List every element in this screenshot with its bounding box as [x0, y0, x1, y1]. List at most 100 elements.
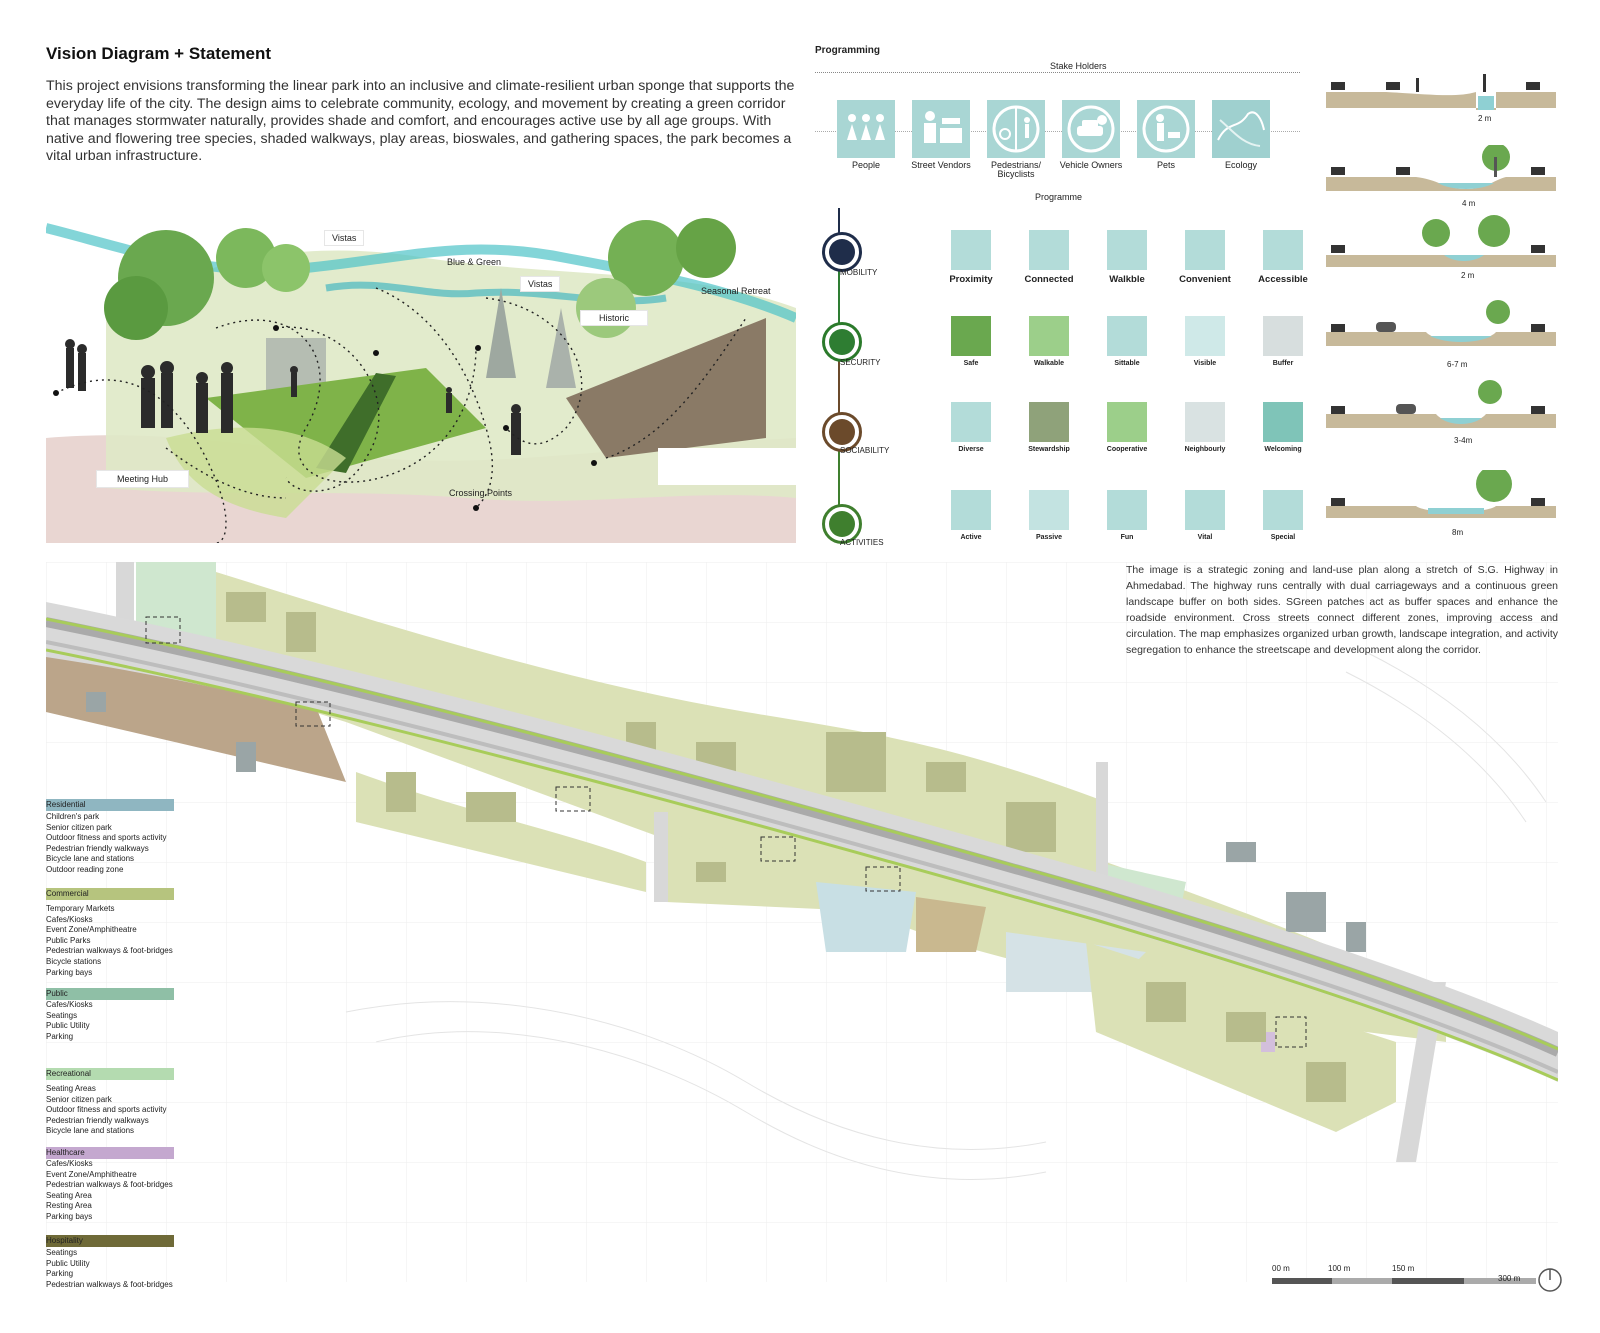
scale-label: 100 m: [1328, 1264, 1351, 1273]
legend-item: Public Parks: [46, 935, 91, 945]
legend-item: Parking: [46, 1269, 74, 1279]
programme-safe: Safe: [934, 316, 1008, 367]
programme-label: Cooperative: [1106, 446, 1148, 453]
stakeholder-label: Street Vendors: [911, 160, 971, 170]
neighbourly-icon: [1185, 402, 1225, 442]
legend-item: Parking bays: [46, 1211, 93, 1221]
visible-icon: [1185, 316, 1225, 356]
stakeholders-divider: [815, 72, 1300, 73]
programme-visible: Visible: [1168, 316, 1242, 367]
legend-residential: Residential: [46, 799, 174, 811]
legend-hospitality-items: Seatings Public Utility Parking Pedestri…: [46, 1248, 173, 1290]
diverse-icon: [951, 402, 991, 442]
stakeholders-title: Stake Holders: [1050, 61, 1107, 71]
programme-label: Accessible: [1258, 274, 1308, 285]
street-section-1: 2 m: [1326, 70, 1556, 140]
proximity-icon: [951, 230, 991, 270]
connected-icon: [1029, 230, 1069, 270]
vision-title: Vision Diagram + Statement: [46, 44, 272, 63]
programme-label: Vital: [1197, 534, 1213, 541]
programme-convenient: Convenient: [1168, 230, 1242, 285]
stakeholder-label: Pets: [1156, 160, 1175, 170]
legend-item: Parking: [46, 1031, 74, 1041]
street-section-5: 3-4m: [1326, 380, 1556, 450]
programme-diverse: Diverse: [934, 402, 1008, 453]
category-label: SECURITY: [840, 358, 881, 367]
callout-blue-green: Blue & Green: [447, 257, 502, 267]
scale-label: 00 m: [1272, 1264, 1290, 1273]
legend-item: Event Zone/Amphitheatre: [46, 925, 137, 935]
scale-label: 150 m: [1392, 1264, 1415, 1273]
legend-item: Pedestrian walkways & foot-bridges: [46, 1180, 173, 1190]
legend-residential-items: Children's park Senior citizen park Outd…: [46, 812, 167, 876]
programme-vital: Vital: [1168, 490, 1242, 541]
programme-label: Walkble: [1109, 274, 1145, 285]
programme-passive: Passive: [1012, 490, 1086, 541]
stakeholder-ecology: Ecology: [1206, 100, 1276, 170]
callout-vistas: Vistas: [324, 230, 365, 246]
sittable-icon: [1107, 316, 1147, 356]
street-section-3: 2 m: [1326, 215, 1556, 285]
security-icon: [822, 322, 862, 362]
pet-icon: [1137, 100, 1195, 158]
people-icon: [837, 100, 895, 158]
land-use-map: [45, 562, 1561, 1282]
street-vendor-icon: [912, 100, 970, 158]
axis-segment: [838, 442, 840, 518]
legend-public: Public: [46, 988, 174, 1000]
category-label: SOCIABILITY: [840, 446, 890, 455]
legend-healthcare: Healthcare: [46, 1147, 174, 1159]
convenient-icon: [1185, 230, 1225, 270]
legend-item: Outdoor reading zone: [46, 864, 124, 874]
pedestrian-bicycle-icon: [987, 100, 1045, 158]
activities-icon: [822, 504, 862, 544]
cooperative-icon: [1107, 402, 1147, 442]
programme-buffer: Buffer: [1246, 316, 1320, 367]
legend-item: Event Zone/Amphitheatre: [46, 1169, 137, 1179]
legend-item: Pedestrian walkways & foot-bridges: [46, 946, 173, 956]
legend-item: Pedestrian friendly walkways: [46, 843, 149, 853]
programme-label: Neighbourly: [1184, 446, 1226, 453]
programme-label: Special: [1270, 534, 1296, 541]
legend-item: Senior citizen park: [46, 1094, 112, 1104]
legend-item: Seating Areas: [46, 1084, 96, 1093]
street-section-6: 8m: [1326, 466, 1556, 540]
category-label: ACTIVITIES: [840, 538, 884, 547]
programme-label: Proximity: [949, 274, 993, 285]
legend-item: Public Utility: [46, 1021, 90, 1031]
legend-item: Temporary Markets: [46, 904, 115, 913]
stakeholder-label: Ecology: [1224, 160, 1258, 170]
highway-plan: [45, 562, 1561, 1282]
programme-sittable: Sittable: [1090, 316, 1164, 367]
stakeholder-label: Pedestrians/ Bicyclists: [990, 160, 1042, 179]
stakeholder-pets: Pets: [1131, 100, 1201, 170]
programme-neighbourly: Neighbourly: [1168, 402, 1242, 453]
legend-recreational-items: Seating Areas Senior citizen park Outdoo…: [46, 1084, 167, 1137]
stakeholder-people: People: [831, 100, 901, 170]
walkable-icon: [1107, 230, 1147, 270]
legend-item: Public Utility: [46, 1258, 90, 1268]
axis-segment: [838, 352, 840, 430]
legend-item: Pedestrian walkways & foot-bridges: [46, 1279, 173, 1289]
street-section-2: 4 m: [1326, 143, 1556, 215]
programme-stewardship: Stewardship: [1012, 402, 1086, 453]
section-dimension: 2 m: [1478, 114, 1492, 123]
map-description: The image is a strategic zoning and land…: [1126, 564, 1558, 656]
legend-hospitality: Hospitality: [46, 1235, 174, 1247]
callout-vistas-2: Vistas: [520, 276, 561, 292]
programme-title: Programme: [1035, 192, 1083, 202]
section-dimension: 8m: [1452, 528, 1464, 537]
legend-item: Cafes/Kiosks: [46, 914, 93, 924]
callout-seasonal-retreat: Seasonal Retreat: [701, 286, 771, 296]
legend-item: Seating Area: [46, 1190, 92, 1200]
vision-statement: This project envisions transforming the …: [46, 78, 795, 164]
fun-icon: [1107, 490, 1147, 530]
stakeholder-street-vendors: Street Vendors: [906, 100, 976, 170]
ecology-map-icon: [1212, 100, 1270, 158]
programme-label: Welcoming: [1264, 446, 1302, 453]
legend-item: Pedestrian friendly walkways: [46, 1115, 149, 1125]
legend-commercial-items: Temporary Markets Cafes/Kiosks Event Zon…: [46, 904, 173, 978]
legend-item: Resting Area: [46, 1201, 92, 1211]
section-dimension: 4 m: [1462, 199, 1476, 208]
stakeholder-pedestrians: Pedestrians/ Bicyclists: [981, 100, 1051, 179]
